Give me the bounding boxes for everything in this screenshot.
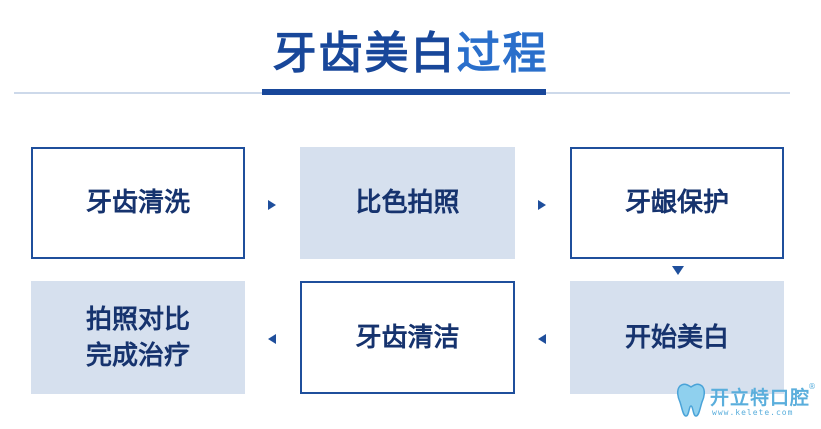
watermark-brand-name: 开立特口腔 — [710, 387, 811, 409]
brand-watermark: 开立特口腔 ® www.kelete.com — [676, 382, 818, 422]
step-shade-photo: 比色拍照 — [300, 147, 515, 259]
step-photo-compare: 拍照对比 完成治疗 — [31, 281, 245, 394]
step-shade-photo-label: 比色拍照 — [355, 188, 460, 218]
step-teeth-cleaning: 牙齿清洗 — [31, 147, 245, 259]
step-gum-protection: 牙龈保护 — [570, 147, 784, 259]
diagram-title: 牙齿美白过程 — [0, 26, 821, 82]
tooth-logo-icon — [676, 383, 706, 417]
watermark-url: www.kelete.com — [712, 408, 794, 417]
step-teeth-cleaning-label: 牙齿清洗 — [85, 188, 190, 218]
title-part-1: 牙齿美白 — [272, 28, 457, 79]
arrow-left-icon — [538, 334, 546, 344]
step-teeth-clean: 牙齿清洁 — [300, 281, 515, 394]
watermark-registered-mark: ® — [808, 382, 816, 391]
step-start-whitening-label: 开始美白 — [624, 322, 729, 353]
step-photo-compare-line2: 完成治疗 — [85, 340, 190, 371]
arrow-down-icon — [672, 266, 684, 275]
arrow-left-icon — [268, 334, 276, 344]
title-underline — [262, 89, 546, 95]
step-teeth-clean-label: 牙齿清洁 — [355, 322, 460, 353]
arrow-right-icon — [538, 200, 546, 210]
step-photo-compare-line1: 拍照对比 — [85, 304, 190, 335]
step-gum-protection-label: 牙龈保护 — [624, 188, 729, 218]
step-start-whitening: 开始美白 — [570, 281, 784, 394]
title-part-2: 过程 — [456, 28, 549, 79]
arrow-right-icon — [268, 200, 276, 210]
